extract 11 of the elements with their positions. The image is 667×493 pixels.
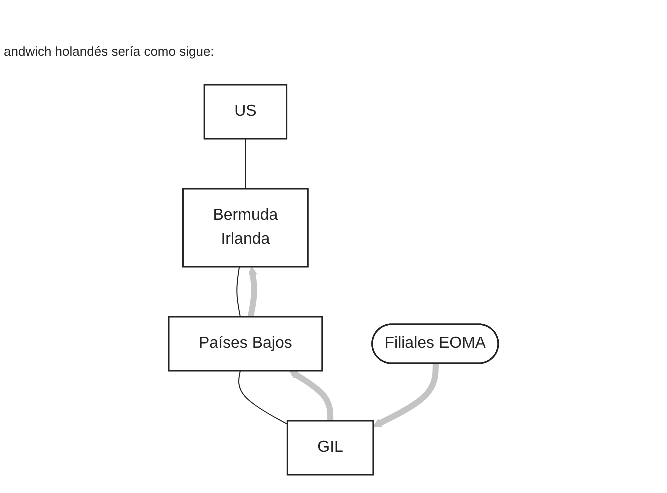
connector bbox=[238, 370, 288, 425]
node-box: Países Bajos bbox=[168, 316, 323, 372]
arrow bbox=[372, 364, 439, 428]
connector bbox=[236, 266, 241, 318]
connector bbox=[244, 138, 246, 190]
node-box: Bermuda Irlanda bbox=[182, 188, 309, 268]
node-box: GIL bbox=[286, 420, 374, 476]
node-box: US bbox=[204, 84, 288, 140]
note-text: andwich holandés sería como sigue: bbox=[4, 44, 214, 59]
arrow bbox=[289, 370, 334, 421]
arrow bbox=[248, 266, 258, 318]
